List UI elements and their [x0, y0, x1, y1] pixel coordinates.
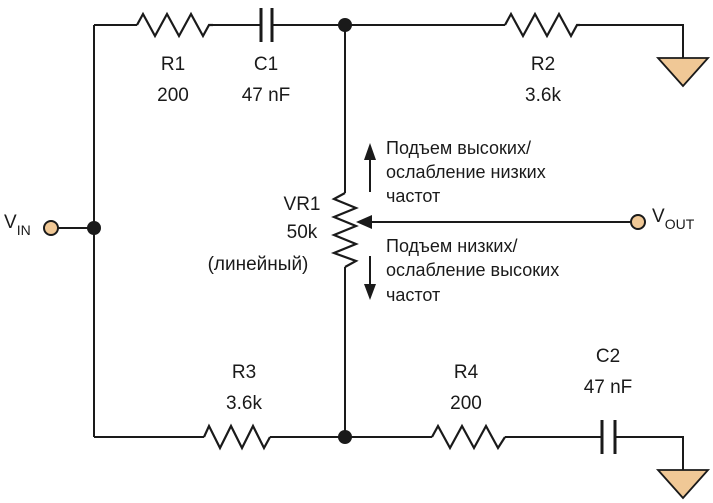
- junction-node: [338, 18, 352, 32]
- vin-label: VIN: [4, 212, 31, 238]
- vr1-value-label: 50k: [287, 222, 318, 243]
- r3-value-label: 3.6k: [226, 393, 262, 414]
- annotation-line: частот: [386, 285, 440, 305]
- junction-node: [338, 430, 352, 444]
- resistor-r1: [136, 11, 213, 39]
- c1-name-label: C1: [254, 54, 278, 75]
- vin-sub: IN: [17, 222, 31, 238]
- r4-name-label: R4: [454, 362, 479, 383]
- capacitor-c2: [600, 420, 617, 454]
- annotation-bass-boost: Подъем низких/ ослабление высоких частот: [386, 236, 564, 305]
- vout-label: VOUT: [652, 206, 695, 232]
- annotation-line: Подъем низких/: [386, 236, 517, 256]
- r4-value-label: 200: [450, 393, 482, 414]
- arrow-up-icon: [364, 143, 376, 192]
- arrow-down-icon: [364, 256, 376, 300]
- wire-r2-gnd: [580, 24, 684, 58]
- annotation-treble-boost: Подъем высоких/ ослабление низких частот: [386, 138, 551, 206]
- vin-main: V: [4, 212, 17, 233]
- annotation-line: частот: [386, 186, 440, 206]
- capacitor-c1: [259, 8, 274, 42]
- c2-name-label: C2: [596, 346, 620, 367]
- wiper-arrow-icon: [356, 215, 372, 229]
- junction-node: [87, 221, 101, 235]
- resistor-r2: [504, 11, 580, 39]
- annotation-line: ослабление высоких: [386, 260, 559, 280]
- vout-main: V: [652, 206, 665, 227]
- vr1-note-label: (линейный): [208, 254, 309, 275]
- wires: [56, 24, 684, 470]
- ground-icon: [655, 469, 711, 500]
- wire-c2-gnd: [615, 436, 684, 470]
- terminal-vin: [43, 220, 59, 236]
- r2-name-label: R2: [531, 54, 555, 75]
- c1-value-label: 47 nF: [242, 85, 291, 106]
- vout-sub: OUT: [665, 216, 695, 232]
- resistor-r4: [431, 423, 506, 451]
- terminal-vout: [630, 214, 646, 230]
- r1-value-label: 200: [157, 85, 189, 106]
- potentiometer-vr1: [330, 192, 359, 268]
- r3-name-label: R3: [232, 362, 256, 383]
- resistor-r3: [202, 423, 271, 451]
- annotation-line: ослабление низких: [386, 162, 546, 182]
- c2-value-label: 47 nF: [584, 377, 633, 398]
- r1-name-label: R1: [161, 54, 185, 75]
- ground-icon: [655, 57, 711, 88]
- vr1-name-label: VR1: [284, 194, 321, 215]
- annotation-line: Подъем высоких/: [386, 138, 531, 158]
- r2-value-label: 3.6k: [525, 85, 561, 106]
